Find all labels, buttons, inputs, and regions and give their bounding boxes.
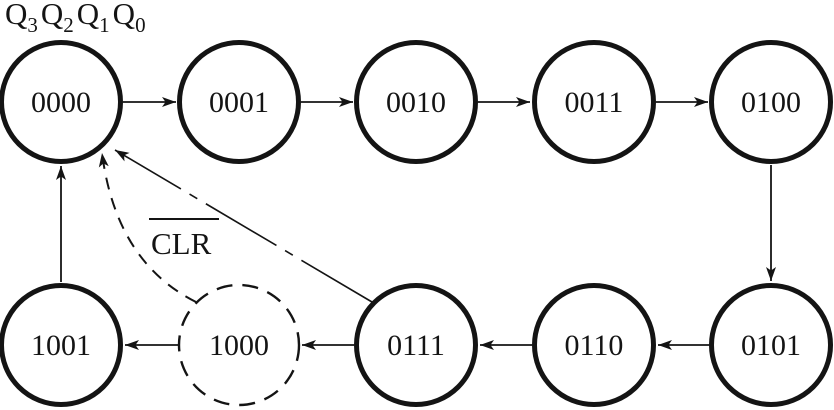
state-0101-label: 0101 bbox=[741, 329, 801, 362]
bit-letter-q2: Q bbox=[40, 0, 64, 31]
state-0011-circle bbox=[532, 40, 656, 164]
state-0010-label: 0010 bbox=[386, 86, 446, 119]
bit-subscript-0: 0 bbox=[135, 13, 146, 37]
bit-letter-q0: Q bbox=[112, 0, 136, 31]
bit-subscript-3: 3 bbox=[27, 13, 38, 37]
state-0111-label: 0111 bbox=[387, 329, 445, 362]
state-0110-circle bbox=[532, 283, 656, 407]
clr-signal-label: CLR bbox=[149, 218, 219, 261]
state-0100-label: 0100 bbox=[741, 86, 801, 119]
bit-subscript-2: 2 bbox=[63, 13, 74, 37]
state-0101-circle bbox=[709, 283, 833, 407]
state-1000-label: 1000 bbox=[209, 329, 269, 362]
state-0001-circle bbox=[177, 40, 301, 164]
state-0110-label: 0110 bbox=[565, 329, 624, 362]
state-1001-circle bbox=[0, 283, 123, 407]
state-0100-circle bbox=[709, 40, 833, 164]
register-bits-label: Q3Q2Q1Q0 bbox=[5, 0, 149, 37]
clr-text: CLR bbox=[151, 226, 212, 261]
transition-0111-0000-clear bbox=[114, 149, 373, 303]
state-0001-label: 0001 bbox=[209, 86, 269, 119]
transition-1000-0000-dashed bbox=[98, 152, 197, 303]
bit-letter-q1: Q bbox=[76, 0, 100, 31]
state-0000-label: 0000 bbox=[31, 86, 91, 119]
bit-subscript-1: 1 bbox=[99, 13, 110, 37]
state-0010-circle bbox=[354, 40, 478, 164]
bit-letter-q3: Q bbox=[5, 0, 28, 31]
state-0000-circle bbox=[0, 40, 123, 164]
state-0111-circle bbox=[354, 283, 478, 407]
state-1000-circle bbox=[177, 283, 301, 407]
state-0011-label: 0011 bbox=[565, 86, 624, 119]
state-1001-label: 1001 bbox=[31, 329, 91, 362]
